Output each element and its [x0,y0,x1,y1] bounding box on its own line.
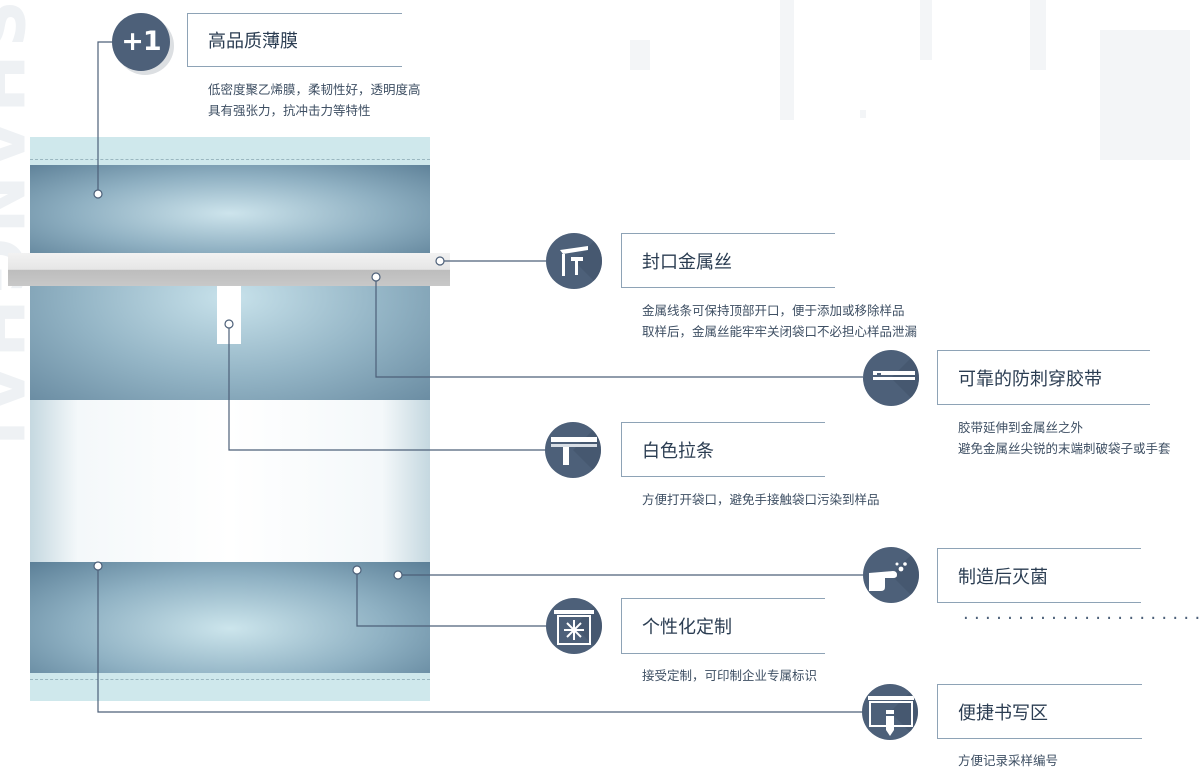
tape-title: 可靠的防刺穿胶带 [958,368,1102,390]
custom-title-box: 个性化定制 [621,598,825,654]
sterile-title-box: 制造后灭菌 [937,548,1141,603]
pull-title: 白色拉条 [642,440,714,462]
custom-description: 接受定制，可印制企业专属标识 [642,665,817,686]
connector-write [97,566,863,713]
bag-bottom-dashed-line [30,679,430,680]
custom-print-icon [546,598,602,654]
anchor-dot-tape [371,272,381,282]
tape-desc-line-1: 胶带延伸到金属丝之外 [958,420,1084,435]
bag-bottom-strip [30,673,430,701]
tape-title-box: 可靠的防刺穿胶带 [937,350,1150,405]
tape-desc-line-2: 避免金属丝尖锐的末端刺破袋子或手套 [958,441,1171,456]
wire-title: 封口金属丝 [642,251,732,273]
film-title-box: 高品质薄膜 [187,13,402,67]
sterilized-hand-icon [863,547,919,603]
decorative-background-art [630,0,1190,160]
anchor-dot-custom [352,565,362,575]
anchor-dot-sterile [393,570,403,580]
anchor-dot-write [93,561,103,571]
film-desc-line-1: 低密度聚乙烯膜，柔韧性好，透明度高 [208,82,421,97]
pen-write-icon [862,684,918,740]
connector-tape [375,277,863,378]
bag-lower-film [30,562,430,673]
film-title: 高品质薄膜 [208,31,298,52]
bag-top-strip [30,137,430,165]
pull-desc-line-1: 方便打开袋口，避免手接触袋口污染到样品 [642,492,880,507]
wire-desc-line-2: 取样后，金属丝能牢牢关闭袋口不必担心样品泄漏 [642,324,918,339]
write-title: 便捷书写区 [958,702,1048,724]
dotted-divider: ······························· [963,612,1201,626]
sterile-title: 制造后灭菌 [958,566,1048,588]
tape-description: 胶带延伸到金属丝之外 避免金属丝尖锐的末端刺破袋子或手套 [958,417,1171,459]
write-description: 方便记录采样编号 [958,750,1058,771]
anchor-dot-pull [224,319,234,329]
pull-description: 方便打开袋口，避免手接触袋口污染到样品 [642,489,880,510]
film-description: 低密度聚乙烯膜，柔韧性好，透明度高 具有强张力，抗冲击力等特性 [208,79,421,121]
connector-pull [228,324,546,451]
wire-title-box: 封口金属丝 [621,233,835,288]
bag-upper-film [30,165,430,253]
pull-strip-icon [545,422,601,478]
anchor-dot-film [93,189,103,199]
film-desc-line-2: 具有强张力，抗冲击力等特性 [208,103,371,118]
write-title-box: 便捷书写区 [937,684,1142,739]
bag-top-dashed-line [30,159,430,160]
tape-icon [863,350,919,406]
connector-film [97,41,112,194]
custom-title: 个性化定制 [642,617,732,638]
wire-description: 金属线条可保持顶部开口，便于添加或移除样品 取样后，金属丝能牢牢关闭袋口不必担心… [642,300,917,342]
plus-one-icon: +1 [112,13,170,71]
write-desc-line-1: 方便记录采样编号 [958,753,1059,768]
bag-writing-area [30,400,430,562]
anchor-dot-wire [435,256,445,266]
custom-desc-line-1: 接受定制，可印制企业专属标识 [642,668,818,683]
connector-custom [356,570,546,627]
pull-title-box: 白色拉条 [621,422,825,477]
wire-clip-icon [546,233,602,289]
wire-desc-line-1: 金属线条可保持顶部开口，便于添加或移除样品 [642,303,905,318]
